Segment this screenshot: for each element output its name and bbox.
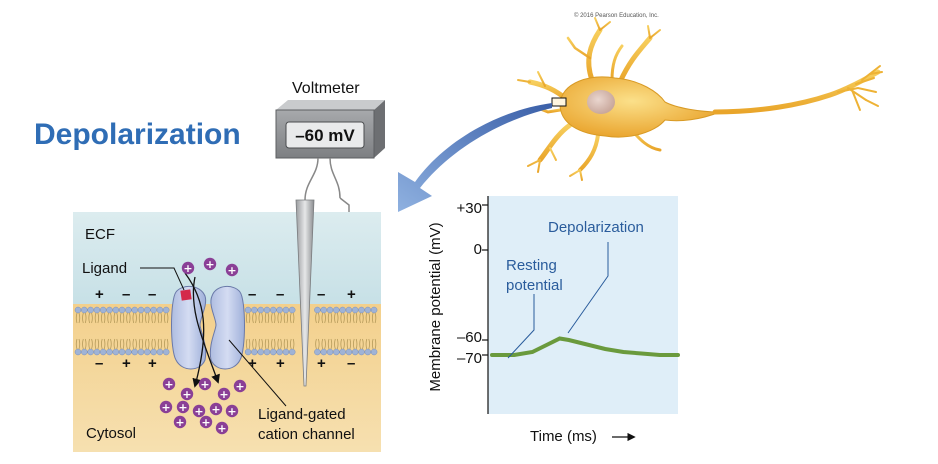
svg-text:+: +	[178, 401, 187, 414]
membrane-potential-trace	[490, 336, 680, 357]
svg-text:+: +	[161, 401, 170, 414]
voltmeter-label: Voltmeter	[292, 80, 360, 97]
cation-ion: +	[181, 261, 195, 275]
cation-ion: +	[180, 387, 194, 401]
cation-ion: +	[215, 421, 229, 435]
ion-flow-arrow	[192, 276, 220, 384]
x-axis-label: Time (ms)	[530, 428, 597, 445]
charge-sign: –	[317, 286, 326, 303]
resting-potential-leader	[507, 294, 535, 359]
svg-text:+: +	[217, 422, 226, 435]
svg-text:+: +	[182, 388, 191, 401]
ecf-label: ECF	[85, 226, 115, 243]
cation-ion: +	[159, 400, 173, 414]
svg-text:+: +	[205, 258, 214, 271]
charge-sign: –	[122, 286, 131, 303]
depolarization-annotation: Depolarization	[548, 219, 644, 236]
neuron-illustration	[517, 17, 883, 181]
lipid-bilayer	[74, 306, 378, 356]
svg-text:+: +	[211, 403, 220, 416]
y-tick-label: –60	[456, 329, 482, 346]
svg-text:+: +	[194, 405, 203, 418]
cation-ion: +	[225, 404, 239, 418]
charge-sign: +	[95, 286, 104, 303]
cation-ion: +	[203, 257, 217, 271]
cytosol-label: Cytosol	[86, 425, 137, 442]
resting-potential-label-line2: potential	[506, 277, 563, 294]
ligand-label: Ligand	[82, 260, 128, 277]
cation-ion: +	[176, 400, 190, 414]
ligand-leader-line	[140, 267, 185, 291]
channel-label-line2: cation channel	[258, 426, 355, 443]
cation-ion: +	[192, 404, 206, 418]
depolarization-leader	[567, 242, 609, 334]
ion-flow-arrow	[184, 272, 205, 388]
charge-sign: –	[95, 355, 104, 372]
svg-text:+: +	[164, 378, 173, 391]
copyright-notice: © 2016 Pearson Education, Inc.	[574, 13, 659, 19]
cation-ion: +	[173, 415, 187, 429]
charge-sign: +	[122, 355, 131, 372]
svg-text:+: +	[175, 416, 184, 429]
charge-sign: +	[317, 355, 326, 372]
charge-sign: +	[276, 355, 285, 372]
channel-label-line1: Ligand-gated	[258, 406, 346, 423]
y-tick-label: –70	[456, 350, 482, 367]
charge-sign: –	[276, 286, 285, 303]
ligand-molecule	[180, 289, 192, 301]
channel-leader-line	[228, 339, 287, 407]
charge-sign: +	[248, 355, 257, 372]
svg-text:+: +	[235, 380, 244, 393]
y-tick-label: +30	[456, 200, 482, 217]
zoom-arrow	[398, 103, 552, 212]
svg-text:+: +	[183, 262, 192, 275]
cation-ion: +	[198, 377, 212, 391]
resting-potential-label-line1: Resting	[506, 257, 557, 274]
cation-ion: +	[233, 379, 247, 393]
charge-sign: –	[347, 355, 356, 372]
voltmeter-reading: –60 mV	[295, 126, 355, 145]
cation-ion: +	[209, 402, 223, 416]
charge-sign: +	[148, 355, 157, 372]
y-axis-label: Membrane potential (mV)	[427, 222, 444, 392]
svg-text:+: +	[227, 264, 236, 277]
y-tick-label: 0	[473, 241, 482, 258]
ligand-gated-channel	[171, 286, 245, 370]
svg-text:+: +	[200, 378, 209, 391]
svg-text:+: +	[219, 388, 228, 401]
charge-sign: –	[248, 286, 257, 303]
page-title: Depolarization	[34, 118, 241, 151]
cation-ion: +	[217, 387, 231, 401]
cation-ion: +	[162, 377, 176, 391]
svg-text:+: +	[227, 405, 236, 418]
charge-sign: +	[347, 286, 356, 303]
charge-sign: –	[148, 286, 157, 303]
cation-ion: +	[225, 263, 239, 277]
svg-text:+: +	[201, 416, 210, 429]
cation-ion: +	[199, 415, 213, 429]
electrode	[295, 199, 315, 387]
membrane-potential-chart	[482, 196, 680, 442]
